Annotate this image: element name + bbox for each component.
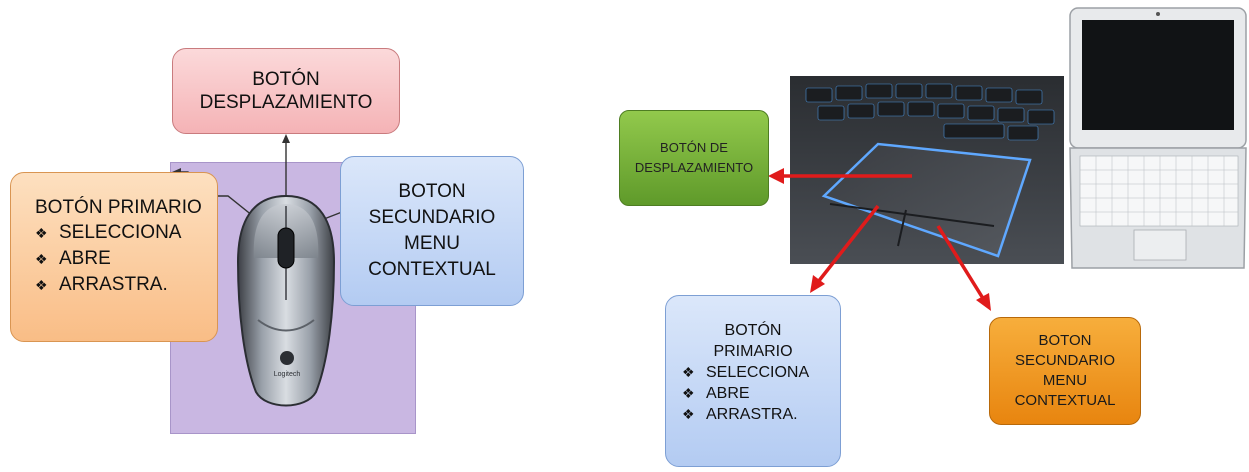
secondary-button-label-1: BOTON — [1038, 332, 1092, 349]
secondary-button-label-4: CONTEXTUAL — [1014, 392, 1116, 409]
primary-button-box: BOTÓN PRIMARIO ❖SELECCIONA ❖ABRE ❖ARRAST… — [10, 172, 218, 342]
primary-button-title: BOTÓN PRIMARIO — [35, 197, 202, 218]
scroll-button-box: BOTÓN DE DESPLAZAMIENTO — [619, 110, 769, 206]
list-item: ❖SELECCIONA — [682, 364, 810, 381]
secondary-button-box: BOTON SECUNDARIO MENU CONTEXTUAL — [989, 317, 1141, 425]
diamond-bullet-icon: ❖ — [35, 225, 48, 241]
secondary-button-label-1: BOTON — [398, 181, 466, 202]
list-item: ❖ARRASTRA. — [682, 406, 798, 423]
secondary-button-label-3: MENU — [404, 233, 460, 254]
diamond-bullet-icon: ❖ — [682, 364, 695, 380]
secondary-button-label-4: CONTEXTUAL — [368, 259, 496, 280]
secondary-button-label-3: MENU — [1042, 372, 1088, 389]
list-item: ❖ARRASTRA. — [35, 272, 217, 298]
diamond-bullet-icon: ❖ — [35, 277, 48, 293]
primary-button-actions: ❖SELECCIONA ❖ABRE ❖ARRASTRA. — [35, 220, 217, 298]
secondary-button-box: BOTON SECUNDARIO MENU CONTEXTUAL — [340, 156, 524, 306]
primary-button-actions: ❖SELECCIONA ❖ABRE ❖ARRASTRA. — [666, 362, 840, 425]
diamond-bullet-icon: ❖ — [682, 406, 695, 422]
scroll-button-label-2: DESPLAZAMIENTO — [199, 92, 373, 113]
scroll-button-box: BOTÓN DESPLAZAMIENTO — [172, 48, 400, 134]
list-item: ❖ABRE — [35, 246, 217, 272]
list-item: ❖SELECCIONA — [35, 220, 217, 246]
list-item: ❖ABRE — [682, 385, 750, 402]
diamond-bullet-icon: ❖ — [35, 251, 48, 267]
secondary-button-label-2: SECUNDARIO — [1014, 352, 1115, 369]
diamond-bullet-icon: ❖ — [682, 385, 695, 401]
secondary-button-label-2: SECUNDARIO — [368, 207, 496, 228]
primary-button-label-2: PRIMARIO — [713, 343, 793, 360]
primary-button-label-1: BOTÓN — [724, 322, 782, 339]
primary-button-box: BOTÓN PRIMARIO ❖SELECCIONA ❖ABRE ❖ARRAST… — [665, 295, 841, 467]
mouse-brand-label: Logitech — [274, 371, 301, 378]
scroll-button-label-1: BOTÓN DE — [660, 140, 728, 155]
scroll-button-label-1: BOTÓN — [252, 69, 320, 90]
scroll-button-label-2: DESPLAZAMIENTO — [634, 160, 754, 175]
